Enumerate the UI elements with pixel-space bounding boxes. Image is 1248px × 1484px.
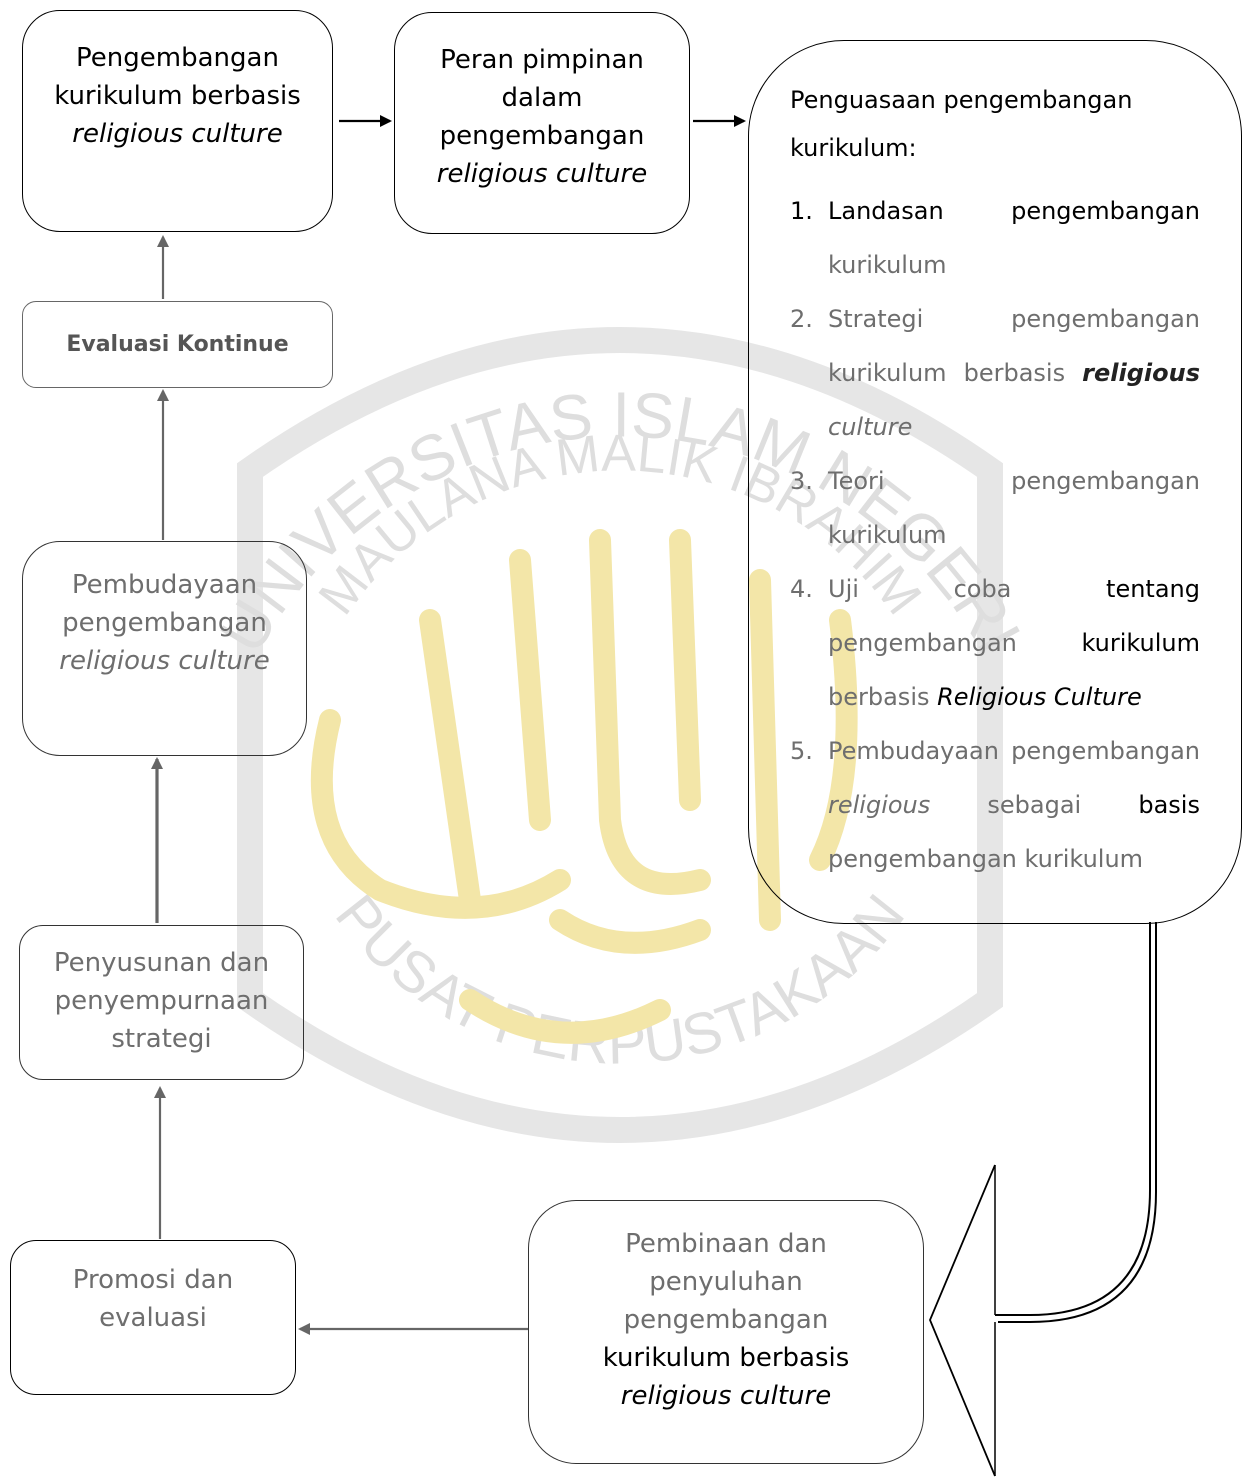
guidance-line4: kurikulum berbasis — [602, 1343, 850, 1373]
guidance-line5: religious culture — [620, 1381, 832, 1411]
box-guidance: Pembinaan dan penyuluhan pengembangan ku… — [528, 1200, 924, 1464]
connector-mastery-to-guidance — [995, 922, 1151, 1316]
box-leadership-role: Peran pimpinan dalam pengembangan religi… — [394, 12, 690, 234]
mastery-title: Penguasaan pengembangan kurikulum: — [790, 76, 1132, 172]
box-strategy: Penyusunan dan penyempurnaan strategi — [19, 925, 304, 1080]
box-cultivation: Pembudayaan pengembangan religious cultu… — [22, 541, 307, 756]
pointer-triangle — [929, 1164, 996, 1477]
dev-line2: kurikulum berbasis — [54, 81, 301, 111]
eval-label: Evaluasi Kontinue — [66, 332, 289, 357]
box-promotion: Promosi dan evaluasi — [10, 1240, 296, 1395]
guidance-line3: pengembangan — [623, 1305, 829, 1335]
list-item: 3.Teori pengembangan — [790, 467, 1200, 495]
strategy-line1: Penyusunan dan — [53, 948, 270, 978]
mastery-title-line2: kurikulum: — [790, 134, 917, 162]
box-development-mastery — [748, 40, 1242, 924]
strategy-line3: strategi — [111, 1024, 212, 1054]
promo-line1: Promosi dan — [72, 1265, 234, 1295]
leader-line1: Peran pimpinan — [440, 45, 644, 75]
strategy-line2: penyempurnaan — [54, 986, 269, 1016]
dev-line3: religious culture — [72, 119, 283, 149]
guidance-line1: Pembinaan dan — [625, 1229, 827, 1259]
box-continuous-evaluation: Evaluasi Kontinue — [22, 301, 333, 388]
mastery-title-line1: Penguasaan pengembangan — [790, 86, 1133, 114]
leader-line2: dalam — [501, 83, 583, 113]
list-item: 5.Pembudayaan pengembangan — [790, 737, 1200, 765]
promo-line2: evaluasi — [99, 1303, 207, 1333]
culture-line1: Pembudayaan — [71, 570, 258, 600]
leader-line3: pengembangan — [439, 121, 645, 151]
list-item: 2.Strategi pengembangan — [790, 305, 1200, 333]
culture-line3: religious culture — [59, 646, 270, 676]
box-curriculum-development: Pengembangan kurikulum berbasis religiou… — [22, 10, 333, 232]
list-item: 4.Uji coba tentang — [790, 575, 1200, 603]
culture-line2: pengembangan — [62, 608, 267, 638]
leader-line4: religious culture — [436, 159, 648, 189]
guidance-line2: penyuluhan — [649, 1267, 803, 1297]
mastery-list: 1.Landasan pengembangan kurikulum 2.Stra… — [790, 184, 1200, 886]
list-item: 1.Landasan pengembangan — [790, 197, 1200, 225]
dev-line1: Pengembangan — [76, 43, 279, 73]
